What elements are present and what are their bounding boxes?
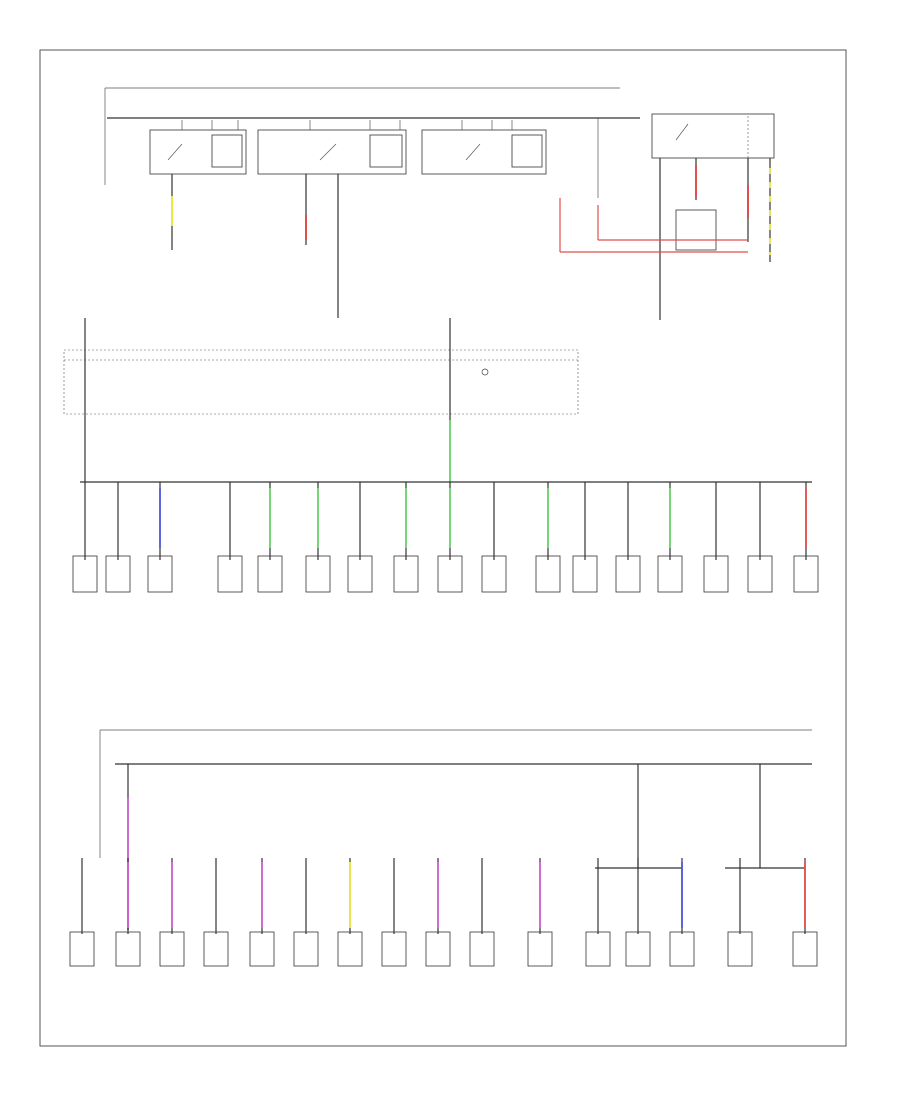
ignition-switch-2 <box>257 120 407 318</box>
bottom-connector-5 <box>249 858 275 967</box>
mid-connector-13 <box>615 482 641 593</box>
bottom-connector-9 <box>425 858 451 967</box>
bottom-connector-11 <box>527 858 553 967</box>
bottom-connector-14 <box>669 858 695 967</box>
mid-connector-12 <box>572 482 598 593</box>
mid-connector-6 <box>305 482 331 593</box>
mid-connector-17 <box>793 482 819 593</box>
bottom-connector-8 <box>381 858 407 967</box>
bottom-connector-6 <box>293 858 319 967</box>
mid-connector-2 <box>105 482 131 593</box>
mid-connector-9 <box>437 482 463 593</box>
bottom-connector-13 <box>625 858 651 967</box>
bottom-connector-3 <box>159 858 185 967</box>
mid-connector-10 <box>481 482 507 593</box>
mid-connector-7 <box>347 482 373 593</box>
bottom-connector-12 <box>585 858 611 967</box>
bottom-connector-4 <box>203 858 229 967</box>
bottom-connector-2 <box>115 858 141 967</box>
bottom-connector-15 <box>727 858 753 967</box>
ignition-switch-1 <box>149 120 247 250</box>
bottom-connector-10 <box>469 858 495 967</box>
mid-connector-8 <box>393 482 419 593</box>
mid-connector-11 <box>535 482 561 593</box>
mid-connector-4 <box>217 482 243 593</box>
mid-connector-14 <box>657 482 683 593</box>
mid-connector-15 <box>703 482 729 593</box>
relay-box <box>559 113 775 320</box>
middle-row-connectors <box>72 482 819 593</box>
diagram-border <box>39 49 847 1047</box>
mid-connector-5 <box>257 482 283 593</box>
mid-connector-16 <box>747 482 773 593</box>
top-section <box>104 87 775 320</box>
fuse-box-bottom <box>99 729 812 930</box>
mid-connector-1 <box>72 482 98 593</box>
fuse-box-middle <box>63 318 812 483</box>
bottom-connector-1 <box>69 858 95 967</box>
ignition-switch-3 <box>421 120 547 175</box>
bottom-row-connectors <box>69 858 818 967</box>
bottom-connector-16 <box>792 858 818 967</box>
mid-connector-3 <box>147 482 173 593</box>
bottom-connector-7 <box>337 858 363 967</box>
